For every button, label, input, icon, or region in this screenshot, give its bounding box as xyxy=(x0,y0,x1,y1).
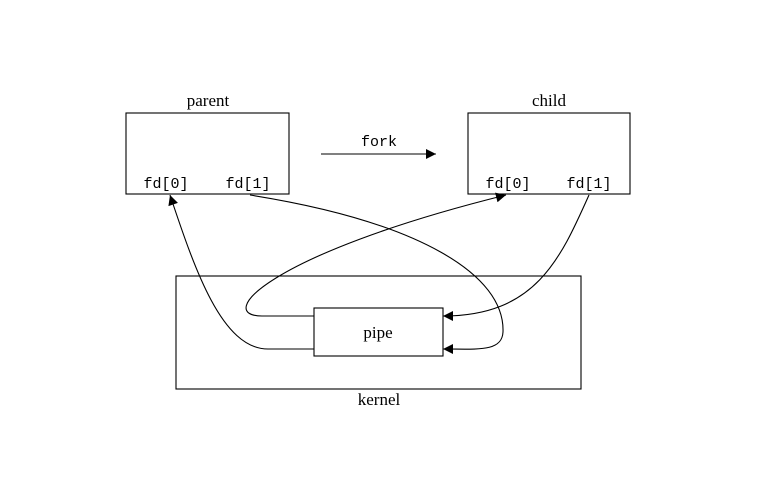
kernel-box xyxy=(175,275,582,390)
child-label: child xyxy=(532,91,566,110)
pipe-to-parent-fd0-arrow xyxy=(168,194,314,350)
parent-fd1-label: fd[1] xyxy=(225,176,270,193)
fork-label: fork xyxy=(361,134,397,151)
child-fd1-to-pipe-arrow xyxy=(442,194,590,321)
pipe-label: pipe xyxy=(363,323,392,342)
parent-fd0-label: fd[0] xyxy=(143,176,188,193)
child-fd0-label: fd[0] xyxy=(485,176,530,193)
child-fd1-label: fd[1] xyxy=(566,176,611,193)
parent-label: parent xyxy=(187,91,230,110)
child-process-box xyxy=(467,112,631,195)
parent-fd1-to-pipe-arrow xyxy=(249,194,504,355)
kernel-label: kernel xyxy=(358,390,401,409)
parent-process-box xyxy=(125,112,290,195)
pipe-to-child-fd0-arrow xyxy=(245,192,507,317)
pipe-box xyxy=(313,307,444,357)
